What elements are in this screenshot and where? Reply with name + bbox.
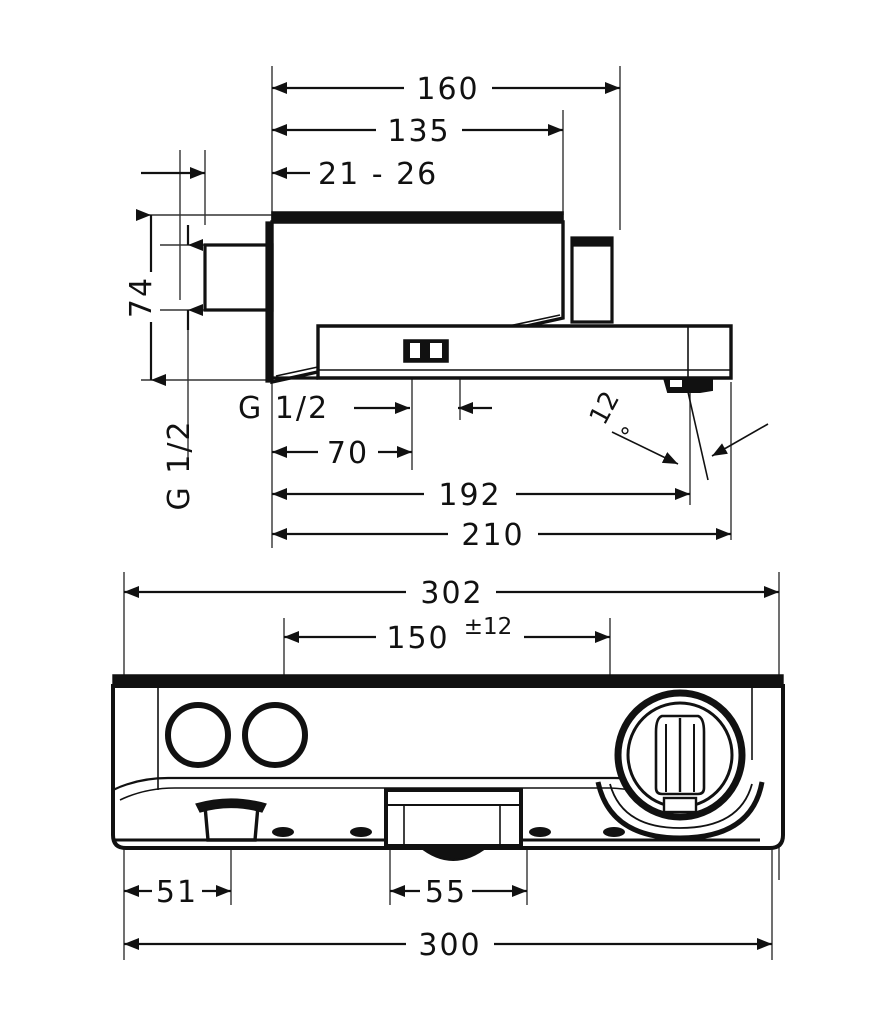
dimension-302: 302 [124,576,779,611]
mounting-screw-dots [272,827,625,837]
dim-label-302: 302 [420,576,483,611]
dial-cradle-inner [609,783,753,829]
dim-label-74: 74 [124,276,159,318]
outlet-spout [384,788,523,861]
shower-outlet-riser [570,236,614,324]
angle-leader-left [611,431,679,465]
dim-label-150: 150 [386,621,449,656]
dim-label-51: 51 [156,875,198,910]
wall-connection-boss [203,243,274,312]
dimension-51: 51 [124,875,231,910]
spout-aerator-front [416,845,491,861]
dim-label-210: 210 [461,518,524,553]
dimension-135: 135 [272,114,563,149]
spout-arm [316,324,733,380]
dim-label-70: 70 [327,436,369,471]
front-elevation-view: 302 150 ±12 [111,572,785,963]
back-rib [265,221,273,383]
dim-label-21-26: 21 - 26 [318,157,438,192]
label-g-half-vertical: G 1/2 [162,419,197,510]
dim-label-300: 300 [418,928,481,963]
thermostat-dial[interactable] [614,689,746,821]
dimension-160: 160 [272,72,620,107]
angle-label-12: 12 [584,387,626,430]
label-g-half-horizontal: G 1/2 [238,391,329,426]
dimension-150: 150 ±12 [284,614,610,656]
dimension-192: 192 [272,478,690,513]
connection-nipples [403,339,449,363]
dimension-70: 70 [272,436,412,471]
side-elevation-view: 160 135 21 - 26 74 [124,66,769,553]
dimension-74: 74 [124,209,166,386]
diverter-lever[interactable] [195,798,267,842]
round-button-right[interactable] [242,702,308,768]
round-button-left[interactable] [165,702,231,768]
angle-annotation-12: 12 ° [584,387,769,481]
product-side-body [203,211,733,393]
dim-label-135: 135 [387,114,450,149]
aerator-highlight [670,380,682,387]
product-front-body [111,674,785,861]
dim-label-160: 160 [416,72,479,107]
dial-grip-base [662,796,698,814]
dimension-21-26: 21 - 26 [141,157,438,192]
dimension-210: 210 [272,518,731,553]
dim-label-55: 55 [425,875,467,910]
riser-top-cap [571,237,613,247]
dim-tolerance-150: ±12 [464,614,513,640]
dial-cradle [595,781,765,841]
dimension-300: 300 [124,928,772,963]
angle-leader-right [711,423,769,457]
dimension-55: 55 [390,875,527,910]
angle-ray [687,391,709,481]
dim-label-192: 192 [438,478,501,513]
